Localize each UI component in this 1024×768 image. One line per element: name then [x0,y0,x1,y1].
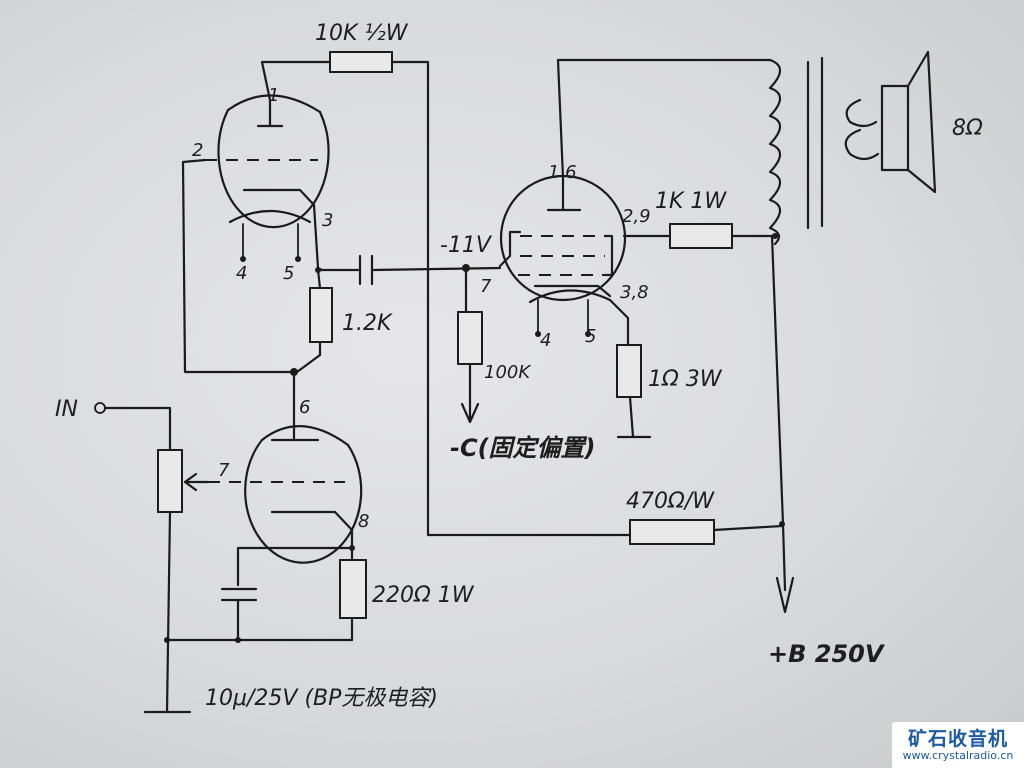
label-v3-pin-h1: 4 [540,330,551,351]
label-bias-voltage: -11V [440,233,493,258]
speaker-icon [844,50,937,194]
label-neg-bias: -C(固定偏置) [450,434,596,462]
label-b-plus: +B 250V [768,640,886,668]
label-v1-pin-h2: 5 [283,263,294,284]
resistor-10k [329,51,393,73]
label-v1-pin-plate: 1 [268,85,279,106]
label-r-screen: 1K 1W [655,189,727,214]
resistor-1ohm [616,344,642,398]
tube-v2 [208,370,363,564]
label-v3-pin-h2: 5 [585,326,596,347]
resistor-1-2k [309,287,333,343]
resistor-470 [629,519,715,545]
label-v2-pin-plate: 6 [299,397,310,418]
input-terminal [94,402,106,414]
resistor-220 [339,559,367,619]
label-r-grid: 100K [484,362,531,383]
label-v3-pin-plate: 1 6 [548,162,577,183]
label-v2-pin-cathode: 8 [358,511,369,532]
site-watermark: 矿石收音机 www.crystalradio.cn [892,722,1024,768]
label-v3-pin-grid: 7 [480,276,492,297]
transformer-primary [768,58,782,246]
label-r-sense: 1Ω 3W [648,367,723,392]
label-r-supply: 470Ω/W [626,489,715,514]
label-r-top: 10K ½W [315,21,409,46]
tube-v3 [498,174,627,337]
resistor-1k [669,223,733,249]
potentiometer [157,449,183,513]
label-input: IN [55,397,78,422]
label-v2-pin-grid: 7 [218,460,230,481]
tube-v1 [205,94,330,262]
watermark-url: www.crystalradio.cn [902,749,1014,762]
label-r-cathode2: 220Ω 1W [372,583,475,608]
label-cap: 10μ/25V (BP无极电容) [205,686,438,711]
label-speaker: 8Ω [952,116,983,141]
label-v1-pin-cathode: 3 [322,210,333,231]
label-v1-pin-h1: 4 [236,263,247,284]
label-v3-pin-cathode: 3,8 [620,282,649,303]
label-v1-pin-grid: 2 [192,140,203,161]
label-v3-pin-screen: 2,9 [622,206,651,227]
watermark-title: 矿石收音机 [907,728,1008,750]
resistor-100k [457,311,483,365]
label-r-cathode: 1.2K [342,311,393,336]
